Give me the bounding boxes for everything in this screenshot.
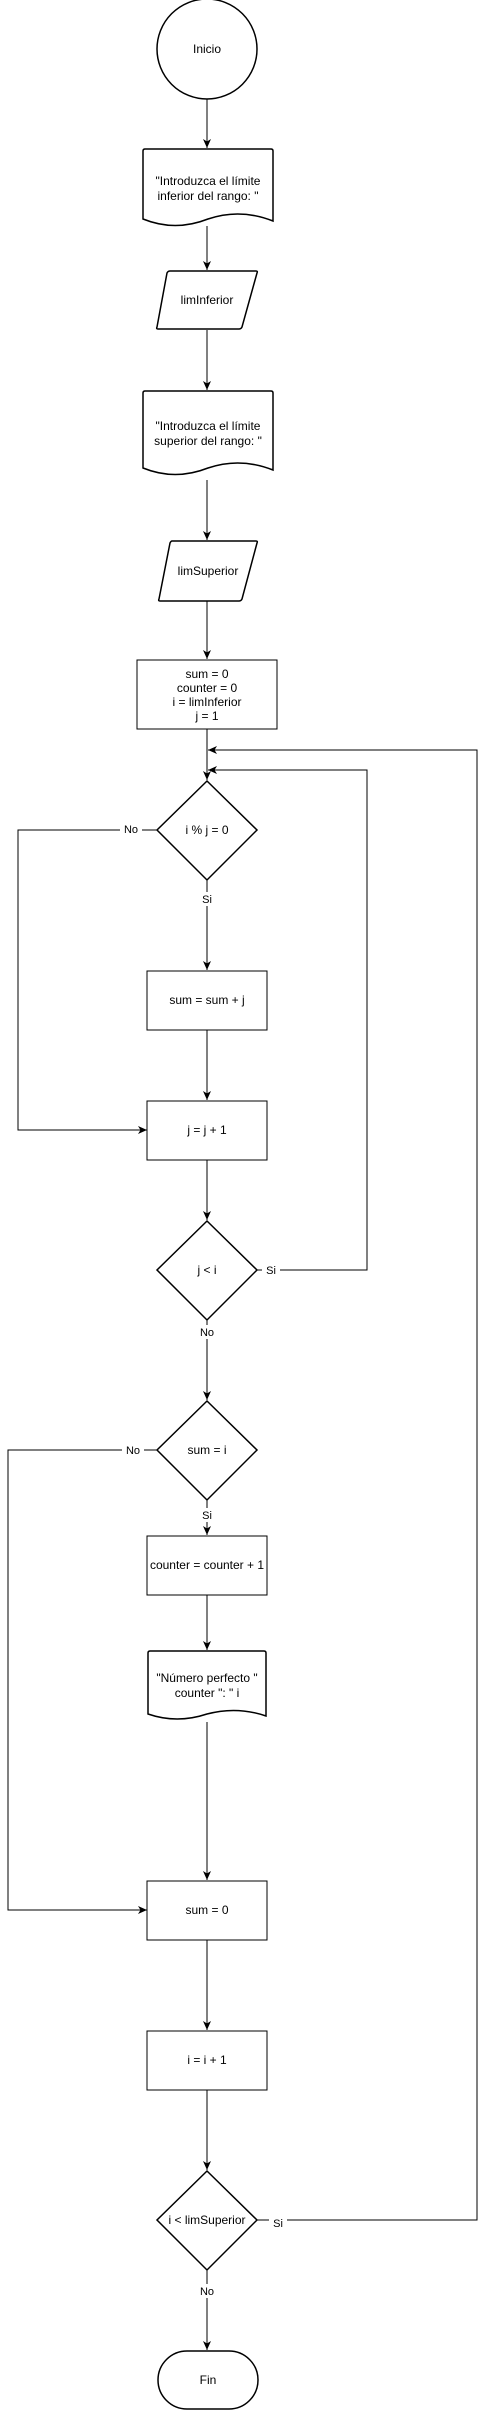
- j-inc-process: j = j + 1: [146, 1100, 268, 1161]
- cond-sum-eq-i-label: sum = i: [187, 1443, 226, 1457]
- end-node: Fin: [157, 2350, 259, 2410]
- counter-inc-process: counter = counter + 1: [146, 1535, 268, 1596]
- i-inc-process: i = i + 1: [146, 2030, 268, 2091]
- edge-label-j-lt-i-si: Si: [266, 1265, 276, 1277]
- edge-label-i-lt-sup-si: Si: [273, 2218, 283, 2230]
- edge-label-divisible-no: No: [124, 824, 138, 836]
- prompt-lower-line-1: "Introduzca el límite: [156, 174, 261, 188]
- init-process: sum = 0 counter = 0 i = limInferior j = …: [136, 659, 278, 730]
- init-line-3: i = limInferior: [172, 695, 241, 709]
- cond-sum-eq-i-decision: sum = i: [155, 1399, 259, 1502]
- sum-add-process: sum = sum + j: [146, 970, 268, 1031]
- print-perfect-document: "Número perfecto " counter ": " i: [147, 1650, 267, 1720]
- print-perfect-line-2: counter ": " i: [175, 1686, 240, 1700]
- edge-label-sum-no: No: [126, 1445, 140, 1457]
- edge-labels: No Si Si No No Si Si No: [120, 822, 287, 2298]
- prompt-lower-line-2: inferior del rango: ": [158, 189, 259, 203]
- input-upper-label: limSuperior: [178, 564, 239, 578]
- print-perfect-line-1: "Número perfecto ": [156, 1671, 257, 1685]
- prompt-lower-document: "Introduzca el límite inferior del rango…: [142, 148, 274, 227]
- cond-divisible-label: i % j = 0: [185, 823, 228, 837]
- input-upper-parallelogram: limSuperior: [157, 540, 259, 602]
- j-inc-label: j = j + 1: [186, 1123, 227, 1137]
- start-node: Inicio: [156, 0, 258, 100]
- edge-sum-no-to-sum-reset: [7, 1449, 157, 1914]
- cond-j-lt-i-label: j < i: [196, 1263, 216, 1277]
- edge-label-j-lt-i-no: No: [200, 1327, 214, 1339]
- counter-inc-label: counter = counter + 1: [150, 1558, 264, 1572]
- edge-label-i-lt-sup-no: No: [200, 2286, 214, 2298]
- start-label: Inicio: [193, 42, 221, 56]
- end-label: Fin: [200, 2373, 217, 2387]
- edge-divisible-no-to-j-inc: [17, 829, 157, 1134]
- edge-i-lt-sup-si-loop: [208, 746, 478, 2221]
- input-lower-parallelogram: limInferior: [155, 270, 259, 330]
- cond-i-lt-sup-label: i < limSuperior: [168, 2213, 245, 2227]
- input-lower-label: limInferior: [181, 293, 234, 307]
- edge-j-lt-i-si-loop: [208, 766, 368, 1271]
- prompt-upper-line-2: superior del rango: ": [154, 434, 262, 448]
- prompt-upper-document: "Introduzca el límite superior del rango…: [142, 390, 274, 476]
- init-line-4: j = 1: [194, 709, 218, 723]
- prompt-upper-line-1: "Introduzca el límite: [156, 419, 261, 433]
- sum-reset-process: sum = 0: [146, 1880, 268, 1941]
- sum-add-label: sum = sum + j: [169, 993, 244, 1007]
- sum-reset-label: sum = 0: [185, 1903, 228, 1917]
- edge-label-divisible-si: Si: [202, 894, 212, 906]
- i-inc-label: i = i + 1: [187, 2053, 227, 2067]
- cond-j-lt-i-decision: j < i: [155, 1219, 259, 1322]
- edge-label-sum-si: Si: [202, 1510, 212, 1522]
- init-line-2: counter = 0: [177, 681, 238, 695]
- cond-i-lt-sup-decision: i < limSuperior: [155, 2169, 259, 2272]
- cond-divisible-decision: i % j = 0: [155, 779, 259, 882]
- init-line-1: sum = 0: [185, 667, 228, 681]
